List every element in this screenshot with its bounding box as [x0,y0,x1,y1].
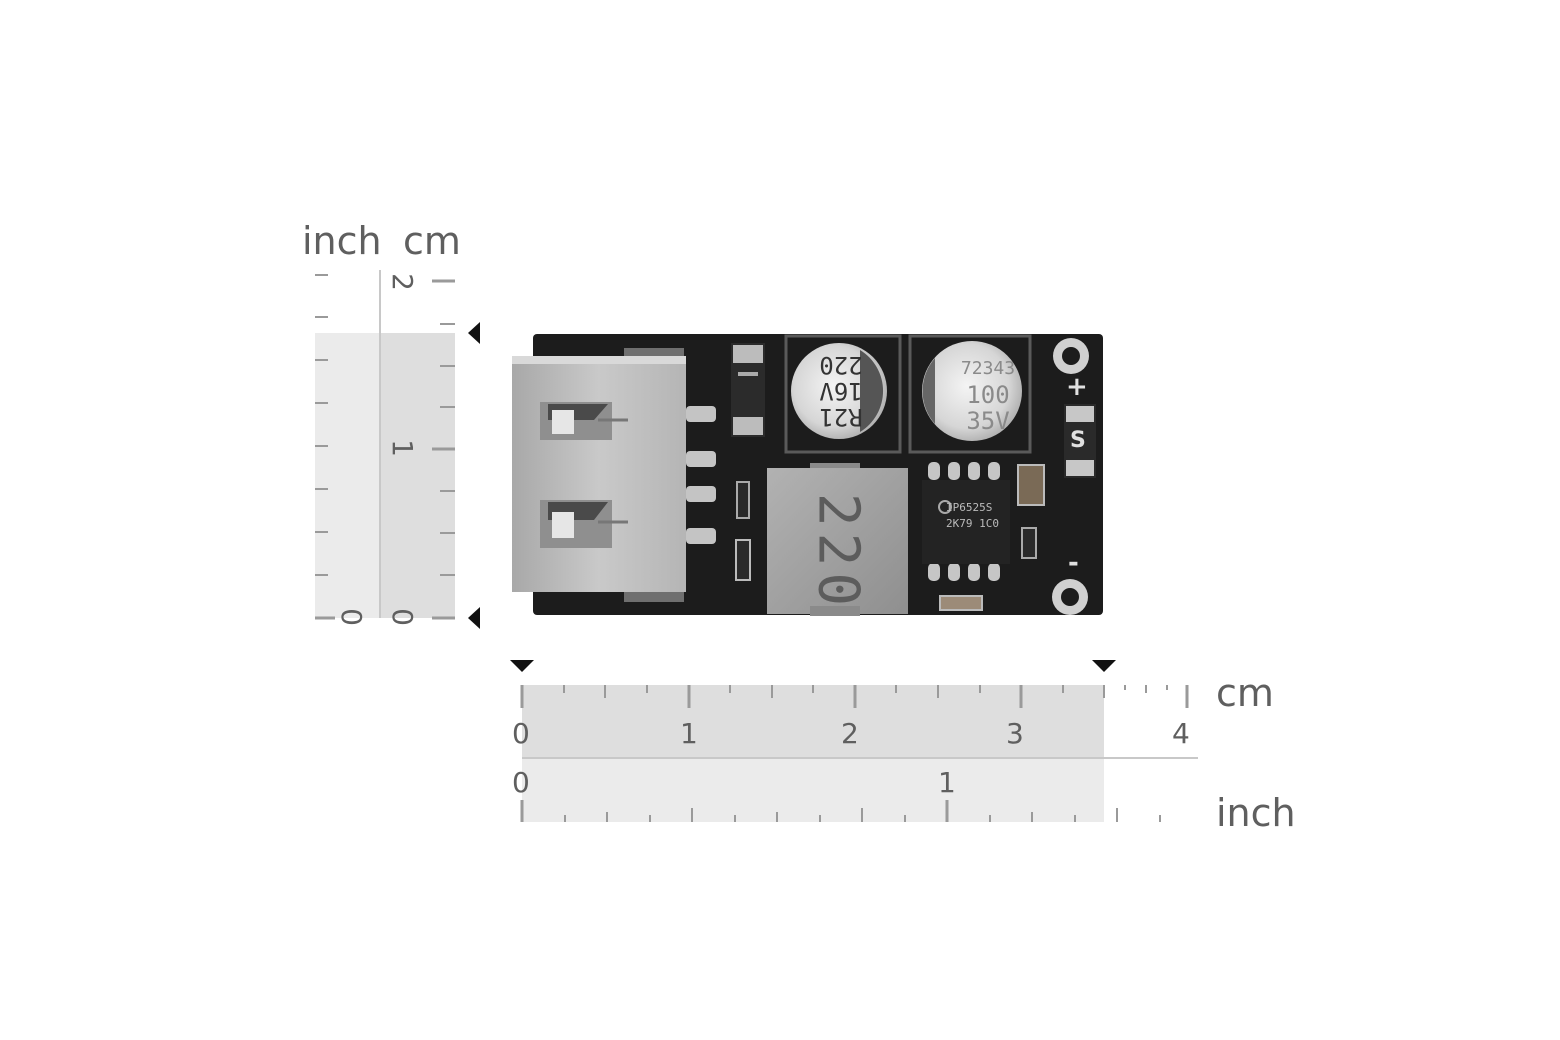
s-jumper-label: S [1070,428,1086,453]
minus-label: - [1068,548,1079,578]
capacitor-1-marking: R21 16V 220 [813,351,869,431]
horizontal-cm-label-1: 1 [680,717,698,750]
cap1-line-1: R21 [819,403,863,431]
horizontal-cm-unit: cm [1216,671,1274,715]
capacitor-2-marking: 72343 100 35V [948,356,1028,434]
cap1-line-2: 16V [819,377,863,405]
ic-line-2: 2K79 1C0 [946,517,999,530]
cap2-line-3: 35V [966,407,1010,435]
horizontal-cm-label-2: 2 [841,717,859,750]
horizontal-inch-unit: inch [1216,791,1296,835]
ic-marking: IP6525S 2K79 1C0 [946,500,999,532]
horizontal-cm-label-4: 4 [1172,717,1190,750]
cap1-line-3: 220 [819,351,863,379]
ic-line-1: IP6525S [946,501,993,514]
horizontal-inch-label-1: 1 [938,766,956,799]
inductor-marking: 220 [805,492,871,613]
vertical-inch-unit: inch [302,219,382,263]
horizontal-cm-label-3: 3 [1006,717,1024,750]
cap2-line-1: 72343 [960,358,1016,379]
plus-label: + [1066,372,1088,402]
horizontal-cm-label-0: 0 [512,717,530,750]
vertical-cm-unit: cm [403,219,461,263]
cap2-line-2: 100 [966,381,1010,409]
horizontal-inch-label-0: 0 [512,766,530,799]
